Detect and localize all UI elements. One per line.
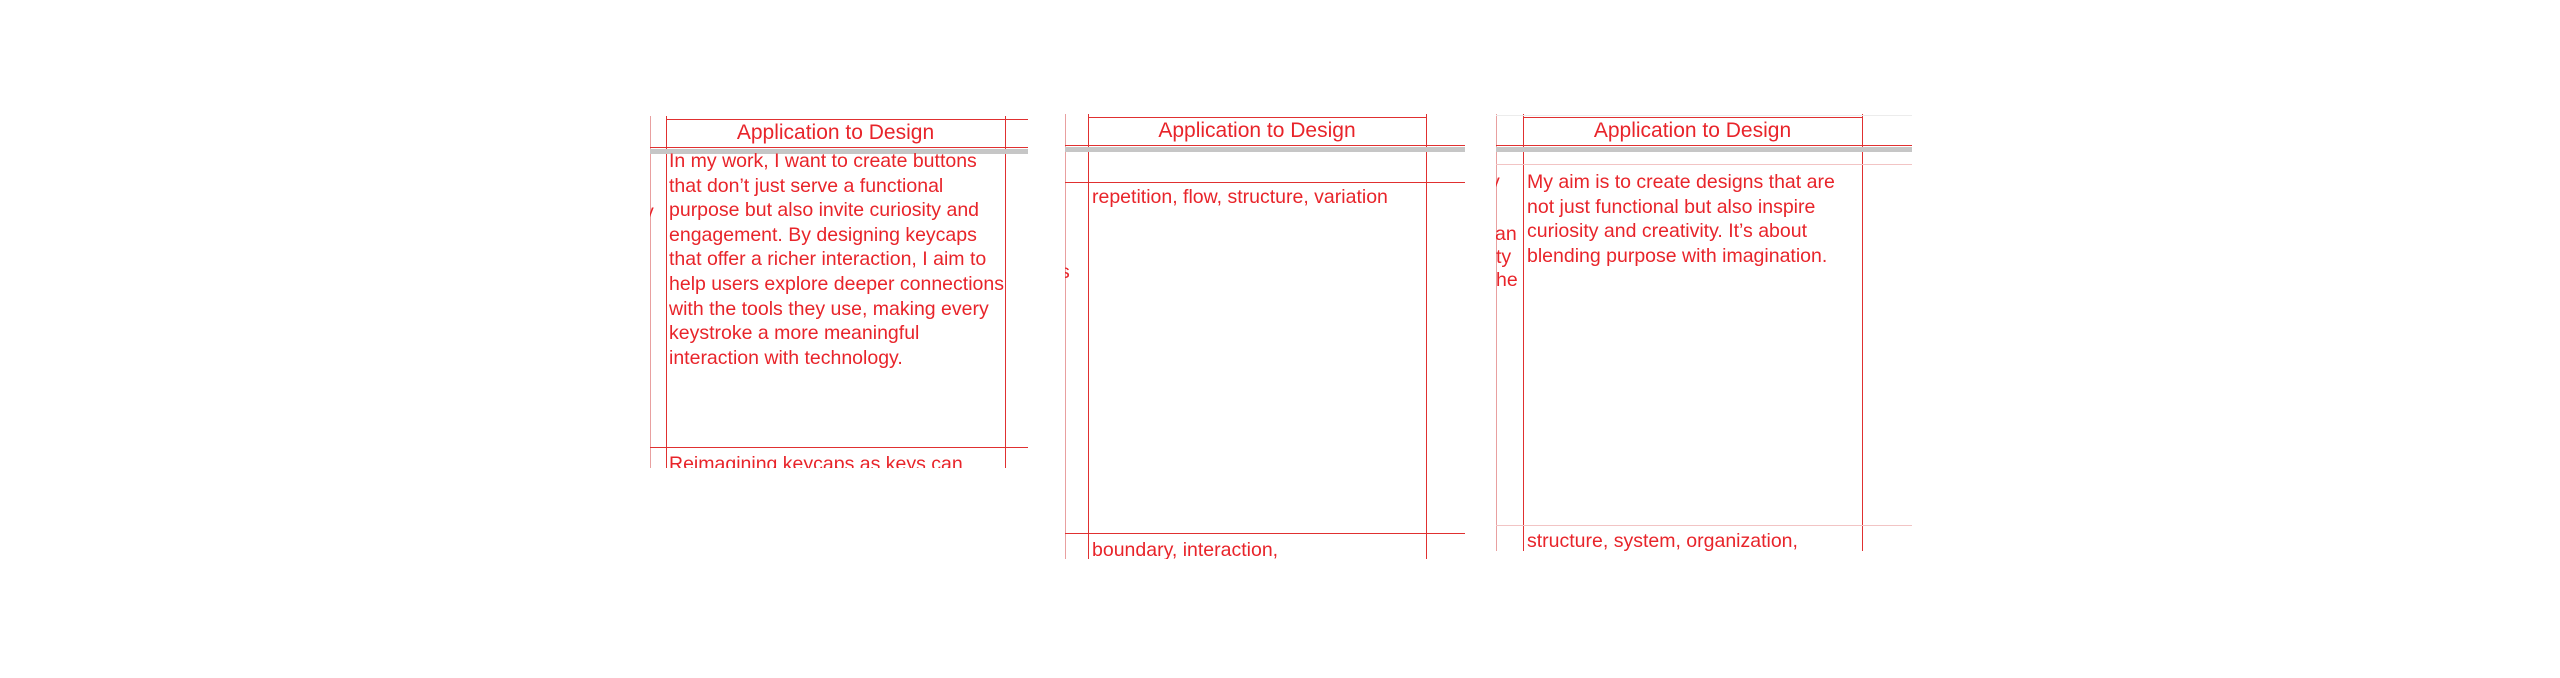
body-top-rule [1065, 182, 1465, 183]
section-body-text: repetition, flow, structure, variation [1092, 186, 1388, 208]
column-left-border [1523, 114, 1524, 551]
column-left-border [1088, 114, 1089, 559]
row-divider [1496, 525, 1912, 526]
next-row-text: structure, system, organization, [1527, 530, 1798, 551]
header-bottom-rule [1496, 145, 1912, 146]
column-left-border [666, 116, 667, 468]
left-column-edge [1496, 114, 1497, 551]
column-right-border [1862, 114, 1863, 551]
clipped-edge-text: . [650, 278, 651, 302]
header-top-rule [1523, 117, 1862, 118]
design-panel-2: Application to Design repetition, flow, … [1065, 114, 1465, 559]
body-top-rule [1496, 164, 1912, 165]
next-row-text: Reimagining keycaps as keys can [669, 453, 963, 468]
clipped-edge-text: an [1496, 223, 1517, 245]
header-bottom-rule [1065, 145, 1465, 146]
section-heading: Application to Design [736, 121, 935, 144]
row-divider [1065, 533, 1465, 534]
design-panel-3: Application to Design My aim is to creat… [1496, 114, 1912, 551]
next-row-text: boundary, interaction, [1092, 539, 1279, 559]
clipped-edge-text: y [1496, 170, 1500, 194]
section-body-text: My aim is to create designs that are not… [1527, 171, 1835, 267]
row-divider [650, 447, 1028, 448]
clipped-edge-text: , [650, 222, 651, 246]
header-separator-bar [1496, 147, 1912, 152]
section-heading: Application to Design [1158, 119, 1356, 142]
left-column-edge [1065, 114, 1066, 559]
header-top-rule [1088, 117, 1426, 118]
clipped-edge-text: y [650, 200, 654, 224]
left-column-edge [650, 116, 651, 468]
header-separator-bar [650, 149, 1028, 154]
header-bottom-rule [650, 147, 1028, 148]
section-heading: Application to Design [1593, 119, 1792, 142]
column-right-border [1426, 114, 1427, 559]
design-panel-1: Application to Design In my work, I want… [650, 116, 1028, 468]
header-separator-bar [1065, 147, 1465, 152]
clipped-edge-text: he [1496, 269, 1518, 291]
column-right-border [1005, 116, 1006, 468]
header-top-rule [666, 119, 1028, 120]
section-body-text: In my work, I want to create buttons tha… [669, 150, 1004, 369]
clipped-edge-text: s [1065, 260, 1070, 284]
clipped-edge-text: ty [1496, 246, 1512, 268]
header-top-rule [1496, 115, 1912, 116]
